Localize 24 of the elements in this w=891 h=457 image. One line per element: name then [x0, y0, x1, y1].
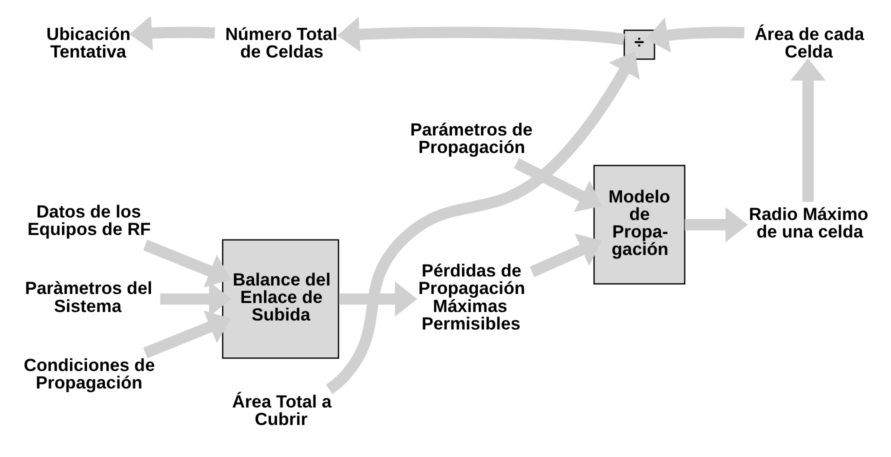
- node-text: Datos de los Equipos de RF: [28, 201, 151, 240]
- node-text: Pérdidas de Propagación Máximas Permisibles: [418, 260, 526, 334]
- arrow: [143, 240, 231, 288]
- arrow: [326, 51, 640, 394]
- node-box: Balance del Enlace de Subida: [222, 239, 340, 359]
- node-text: Condiciones de Propagación: [24, 355, 155, 393]
- node-text: Ubicación Tentativa: [46, 24, 131, 62]
- node-box: Modelo de Propa-gación: [593, 164, 686, 285]
- node-text: Radio Máximo de una celda: [748, 204, 868, 242]
- node-text: Área de cada Celda: [754, 24, 864, 62]
- arrow: [790, 58, 826, 202]
- arrow: [130, 17, 216, 51]
- node-text: Parámetros de Propagación: [410, 120, 533, 158]
- arrow: [338, 281, 418, 317]
- node-text: Paràmetros del Sistema: [25, 278, 152, 316]
- arrow: [337, 17, 625, 52]
- arrow: [514, 158, 602, 212]
- node-text: Área Total a Cubrir: [232, 392, 332, 430]
- arrow: [684, 207, 748, 242]
- node-box: ÷: [624, 30, 656, 60]
- node-text: Número Total de Celdas: [225, 24, 338, 62]
- arrow: [143, 310, 231, 358]
- arrow: [530, 234, 602, 278]
- arrow: [646, 18, 744, 52]
